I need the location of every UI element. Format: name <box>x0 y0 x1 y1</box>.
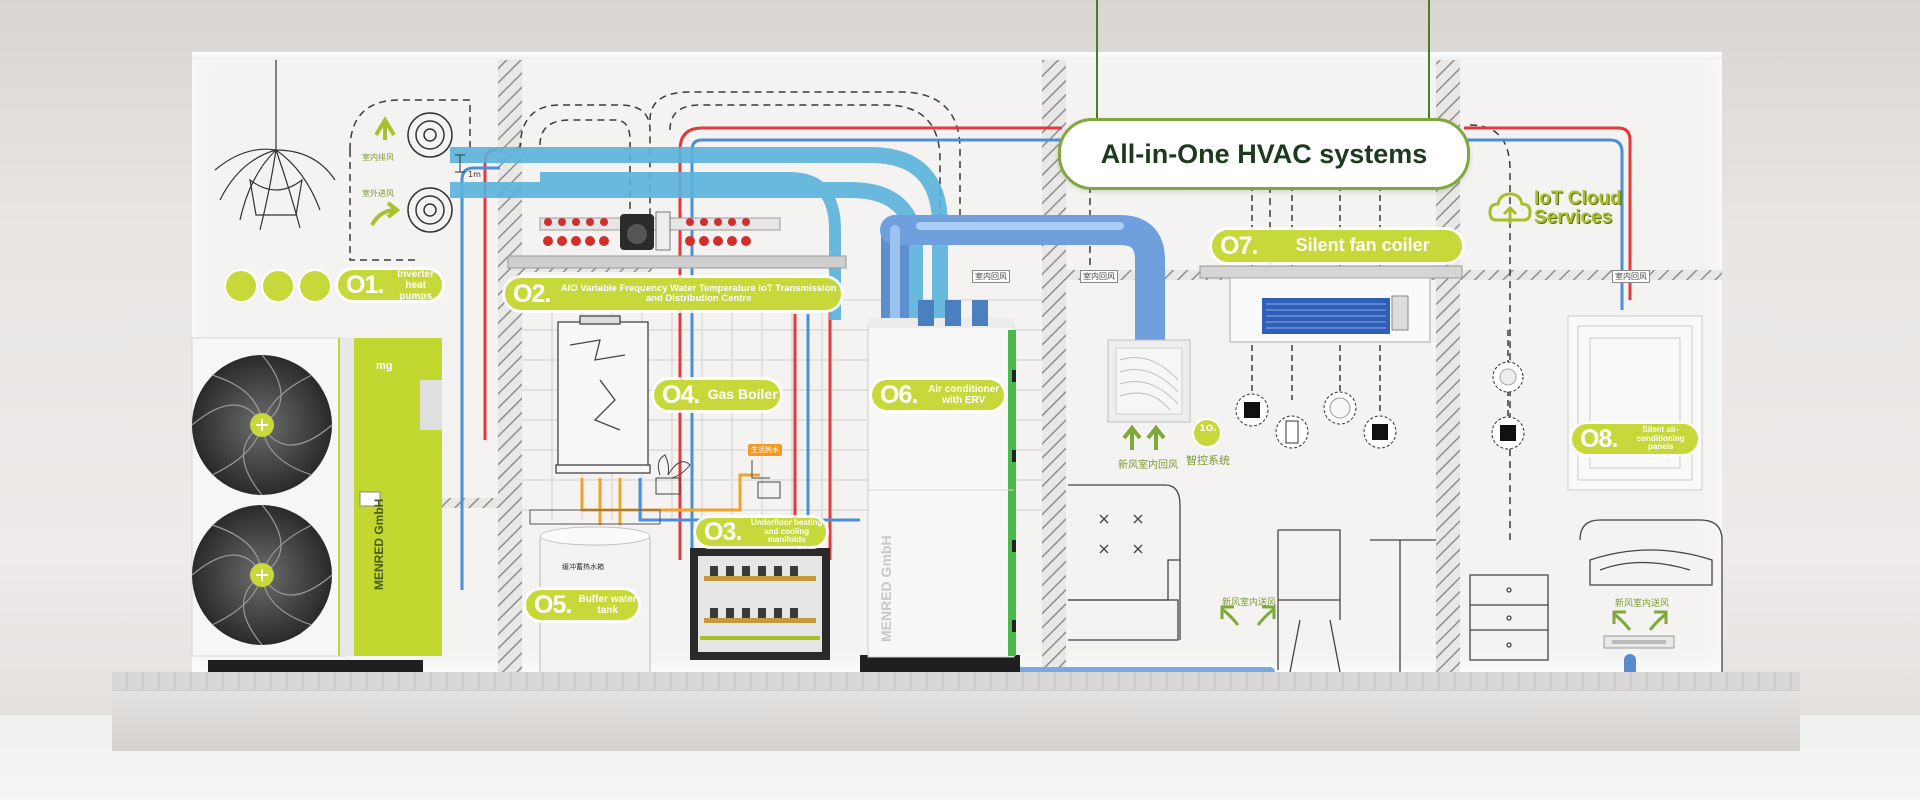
heat-pump-logo: mg <box>376 360 393 372</box>
exhaust-air-text: 室内排风 <box>362 153 394 162</box>
indoor-return-tag: 室内回风 <box>1080 270 1118 283</box>
arrow-up-icon <box>1122 424 1166 450</box>
small-plant-drawing <box>655 454 691 495</box>
smart-control-devices <box>1192 361 1525 450</box>
hanging-plant-drawing <box>214 60 336 231</box>
air-conditioning-panel <box>1567 315 1703 491</box>
label-silent-fan-coiler[interactable]: O7. Silent fan coiler <box>1212 230 1462 262</box>
label-text: Underfloor heating and cooling manifolds <box>750 517 823 545</box>
fan-coil-unit <box>1199 265 1463 343</box>
label-text: Silent air-conditioning panels <box>1636 424 1685 452</box>
arrow-up-icon <box>1220 605 1276 626</box>
furniture-drawing <box>1068 484 1436 673</box>
label-number: O4. <box>662 380 700 409</box>
indoor-return-tag: 室内回风 <box>972 270 1010 283</box>
label-number: O7. <box>1220 231 1258 260</box>
iot-cloud-services: IoT Cloud Services <box>1490 188 1622 228</box>
label-number: O2. <box>513 279 551 308</box>
label-text: Buffer water tank <box>578 594 637 616</box>
vent-circle <box>407 112 453 233</box>
label-text: Inverter heat pumps <box>397 268 434 302</box>
boiler-pipes <box>580 473 760 525</box>
platform-base <box>112 690 1800 751</box>
tank-label: 缓冲蓄热水箱 <box>562 563 604 571</box>
arrow-up-icon <box>374 116 396 140</box>
iot-line2: Services <box>1534 207 1613 228</box>
distance-marker: 1m <box>468 170 481 179</box>
label-underfloor-manifolds[interactable]: O3. Underfloor heating and cooling manif… <box>696 518 826 546</box>
title-banner: All-in-One HVAC systems <box>1058 118 1470 190</box>
label-silent-ac-panels[interactable]: O8. Silent air-conditioning panels <box>1572 424 1698 454</box>
label-text: Air conditioner with ERV <box>928 384 1000 406</box>
heat-pump-unit <box>191 337 442 688</box>
arrow-up-icon <box>1612 610 1668 631</box>
label-text: AIO Variable Frequency Water Temperature… <box>560 282 837 304</box>
label-smart-control[interactable]: 1O. 智控系统 <box>1182 424 1234 468</box>
label-number: O6. <box>880 380 918 409</box>
fresh-return-text: 新风室内回风 <box>1118 460 1178 471</box>
page-title: All-in-One HVAC systems <box>1100 138 1428 169</box>
label-inverter-heat-pumps[interactable]: O1. Inverter heat pumps <box>338 268 442 302</box>
cloud-icon <box>1488 192 1532 224</box>
label-text: Silent fan coiler <box>1295 235 1430 256</box>
bed-drawing <box>1469 519 1723 672</box>
iot-line1: IoT Cloud <box>1534 188 1622 209</box>
label-number: O8. <box>1580 424 1618 453</box>
label-text: Gas Boiler <box>707 386 778 403</box>
ac-unit-brand: MENRED GmbH <box>878 535 894 642</box>
water-distribution-centre <box>507 211 847 269</box>
fresh-air-text: 室外进风 <box>362 189 394 198</box>
label-gas-boiler[interactable]: O4. Gas Boiler <box>654 380 780 410</box>
label-number: O3. <box>704 517 742 546</box>
info-badge <box>224 269 332 303</box>
arrow-right-icon <box>370 201 401 227</box>
fresh-supply-bed-text: 新风室内送风 <box>1615 599 1670 609</box>
return-air-grille <box>1107 339 1191 423</box>
underfloor-manifold-box <box>690 548 830 660</box>
label-water-distribution-centre[interactable]: O2. AIO Variable Frequency Water Tempera… <box>505 278 841 310</box>
label-buffer-water-tank[interactable]: O5. Buffer water tank <box>526 590 638 620</box>
fresh-supply-living-text: 新风室内送风 <box>1222 598 1277 608</box>
label-air-conditioner-erv[interactable]: O6. Air conditioner with ERV <box>872 380 1004 410</box>
heat-pump-brand: MENRED GmbH <box>372 498 386 590</box>
label-number: O1. <box>346 270 384 299</box>
hot-water-tag: 生活热水 <box>748 444 782 456</box>
label-number: O5. <box>534 590 572 619</box>
label-text: 智控系统 <box>1186 454 1230 467</box>
gas-boiler-drawing <box>555 315 651 474</box>
label-number: 1O. <box>1199 424 1217 434</box>
ceiling-light-strip <box>192 52 1722 60</box>
indoor-return-tag: 室内回风 <box>1612 270 1650 283</box>
